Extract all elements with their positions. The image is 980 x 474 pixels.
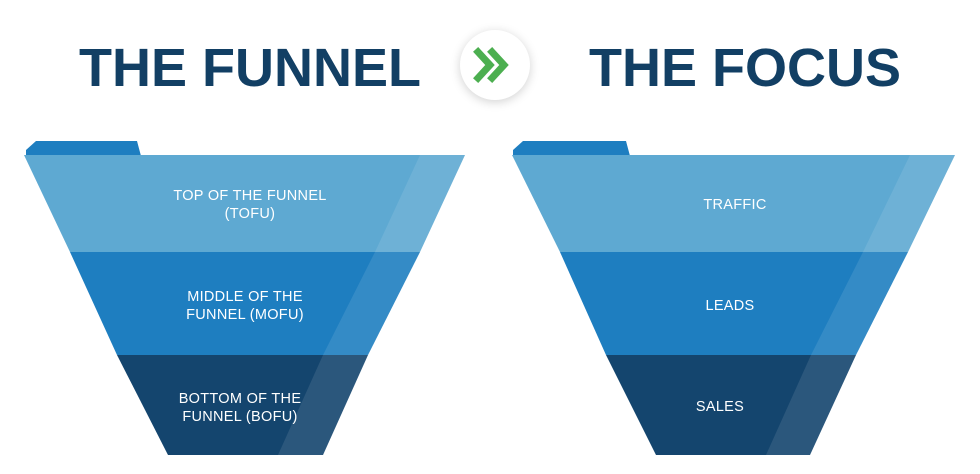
funnel-label-middle: MIDDLE OF THE FUNNEL (MOFU) — [186, 289, 304, 323]
focus-stage-middle — [560, 252, 908, 355]
funnel-stage-middle — [70, 252, 420, 355]
funnel-stage-bottom — [117, 355, 368, 455]
funnel-side-highlight — [278, 155, 465, 455]
funnel-tab — [26, 141, 141, 156]
funnel-stage-top — [24, 155, 465, 252]
focus-title: THE FOCUS — [588, 38, 901, 98]
focus-label-traffic: TRAFFIC — [703, 197, 767, 213]
focus-tab — [513, 141, 630, 156]
focus-side-highlight — [766, 155, 955, 455]
arrow-badge — [460, 30, 530, 100]
focus-label-leads: LEADS — [705, 298, 755, 314]
focus-label-sales: SALES — [695, 399, 745, 415]
funnel-label-bottom: BOTTOM OF THE FUNNEL (BOFU) — [178, 391, 302, 425]
funnel-label-top: TOP OF THE FUNNEL (TOFU) — [173, 188, 327, 222]
focus-stage-top — [512, 155, 955, 252]
funnel-title: THE FUNNEL — [79, 38, 421, 98]
double-chevron-right-icon — [473, 47, 509, 83]
focus-stage-bottom — [606, 355, 856, 455]
